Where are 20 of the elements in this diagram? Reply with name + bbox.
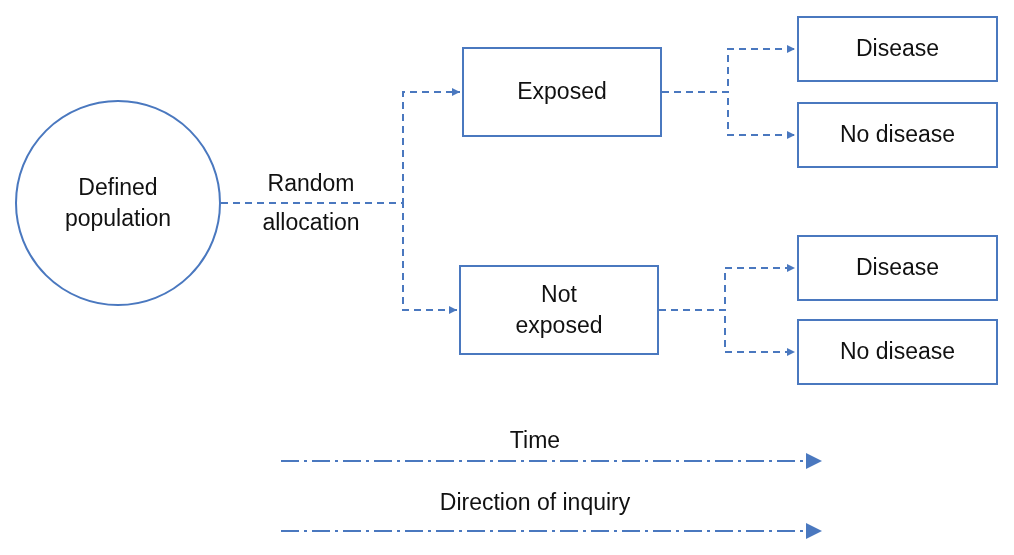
node-label: No disease [839, 337, 956, 367]
group-box [797, 102, 998, 168]
group-box [797, 319, 998, 385]
group-box [462, 47, 662, 137]
node-label: Not exposed [514, 279, 604, 340]
node-label: No disease [839, 120, 956, 150]
node-label: Exposed [517, 77, 607, 107]
group-box [797, 16, 998, 82]
node-label: Disease [855, 253, 940, 283]
axis-label: Time [508, 427, 562, 454]
edge-label: Random allocation [261, 169, 361, 237]
axis-label: Direction of inquiry [438, 489, 632, 516]
group-box [459, 265, 659, 355]
node-label: Disease [855, 34, 940, 64]
dashed-arrow [220, 202, 458, 314]
group-box [797, 235, 998, 301]
node-label: Defined population [63, 172, 173, 233]
population-circle [15, 100, 221, 306]
dashed-arrow [658, 309, 796, 356]
dashed-arrow [661, 91, 796, 139]
